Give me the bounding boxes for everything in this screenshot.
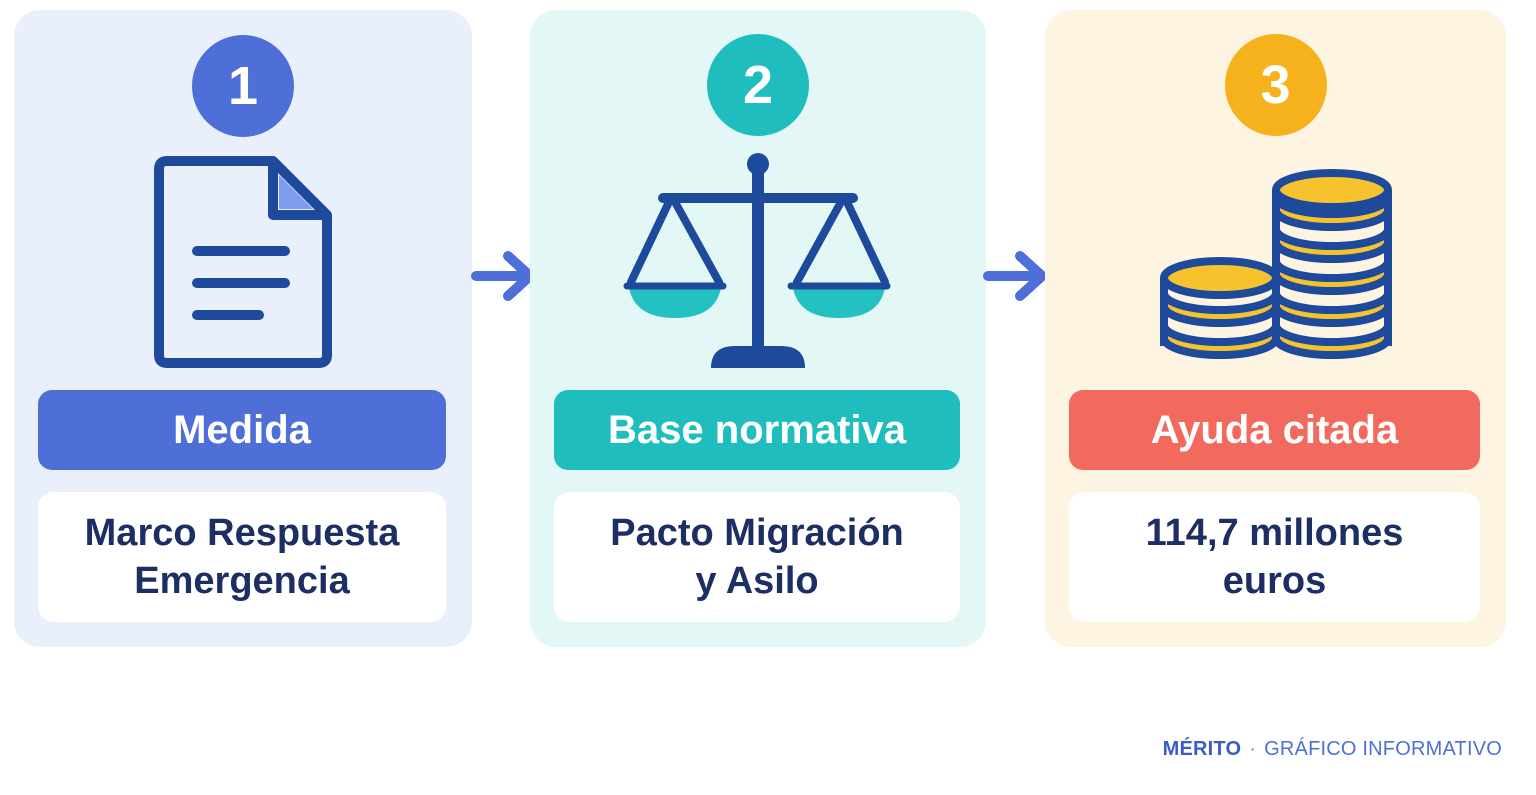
step-3-description: 114,7 millones euros	[1069, 492, 1480, 622]
step-3-number-badge: 3	[1224, 34, 1327, 136]
coins-icon	[1159, 169, 1392, 359]
arrow-right-icon	[983, 251, 1047, 301]
step-2-label: Base normativa	[554, 390, 960, 470]
step-2-panel: 2 Base normativa Pacto Migración y Asilo	[530, 10, 986, 647]
footer-separator: ·	[1249, 738, 1257, 760]
document-icon	[154, 156, 332, 368]
scales-icon	[623, 153, 891, 368]
step-1-panel: 1 Medida Marco Respuesta Emergencia	[14, 10, 472, 647]
step-3-panel: 3 Ayuda citada 114,7 millones euros	[1045, 10, 1506, 647]
step-2-number-badge: 2	[707, 34, 809, 136]
step-1-number-badge: 1	[192, 35, 294, 137]
footer-credit: MÉRITO · GRÁFICO INFORMATIVO	[1163, 738, 1502, 761]
footer-brand: MÉRITO	[1162, 738, 1242, 760]
step-1-description: Marco Respuesta Emergencia	[38, 492, 446, 622]
step-2-description: Pacto Migración y Asilo	[554, 492, 960, 622]
step-1-label: Medida	[38, 390, 446, 470]
footer-text: GRÁFICO INFORMATIVO	[1264, 738, 1502, 760]
step-3-label: Ayuda citada	[1069, 390, 1480, 470]
